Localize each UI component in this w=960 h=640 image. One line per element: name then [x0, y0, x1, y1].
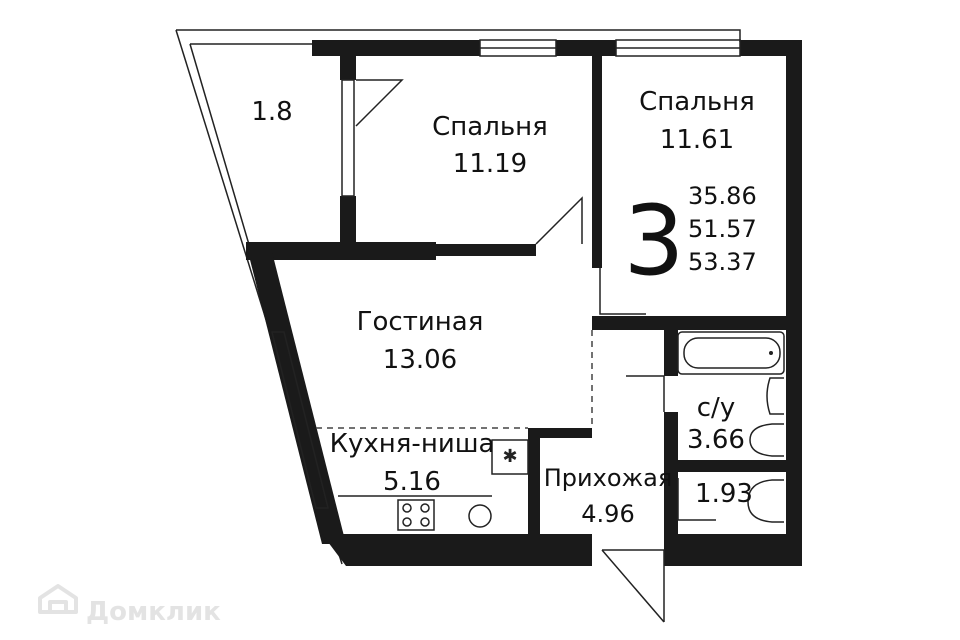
bathroom-name: с/у — [697, 393, 735, 423]
kitchen-fixtures — [338, 439, 529, 531]
kitchen-name: Кухня-ниша — [330, 429, 495, 459]
doors — [355, 79, 716, 623]
living-room-name: Гостиная — [357, 307, 484, 337]
total-with-balcony-summary: 53.37 — [688, 248, 757, 276]
bedroom2-name: Спальня — [639, 87, 755, 117]
hall-name: Прихожая — [544, 464, 673, 492]
watermark: Домклик — [38, 584, 221, 627]
bath-fixtures — [677, 331, 785, 523]
house-logo-icon — [38, 584, 78, 614]
walls — [246, 40, 802, 566]
bedroom1-area: 11.19 — [453, 149, 527, 179]
balcony-area: 1.8 — [251, 97, 292, 127]
bedroom2-area: 11.61 — [660, 125, 734, 155]
living-area-summary: 35.86 — [688, 182, 757, 210]
bathroom-area: 3.66 — [687, 425, 745, 455]
kitchen-area: 5.16 — [383, 467, 441, 497]
faucet-icon — [769, 351, 773, 355]
hood-icon: ✱ — [502, 446, 517, 467]
partitions — [316, 330, 593, 429]
bedroom1-name: Спальня — [432, 112, 548, 142]
windows — [271, 39, 741, 509]
hall-area: 4.96 — [581, 500, 634, 528]
wc-area: 1.93 — [695, 479, 753, 509]
total-area-summary: 51.57 — [688, 215, 757, 243]
living-room-area: 13.06 — [383, 345, 457, 375]
room-count: 3 — [623, 185, 684, 297]
watermark-text: Домклик — [86, 597, 221, 627]
